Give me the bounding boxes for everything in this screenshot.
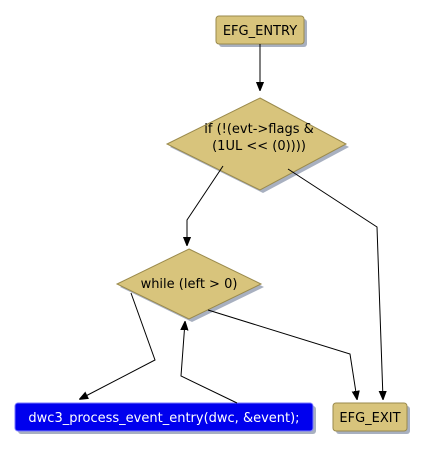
edge-while-to-process (80, 292, 156, 399)
edge-if-to-exit (287, 168, 383, 399)
if-flags-line2: (1UL << (0)))) (212, 139, 306, 154)
if-flags-line1: if (!(evt->flags & (204, 122, 314, 137)
edge-if-to-while (187, 165, 224, 245)
process-event-node[interactable]: dwc3_process_event_entry(dwc, &event); (14, 402, 316, 434)
entry-node-label: EFG_ENTRY (223, 24, 297, 39)
if-flags-decision[interactable]: if (!(evt->flags & (1UL << (0)))) (165, 97, 349, 193)
edge-process-to-while (181, 322, 238, 404)
exit-node[interactable]: EFG_EXIT (332, 402, 410, 434)
process-event-label: dwc3_process_event_entry(dwc, &event); (28, 411, 299, 426)
entry-node[interactable]: EFG_ENTRY (215, 15, 307, 47)
exit-node-label: EFG_EXIT (339, 411, 400, 426)
while-left-decision[interactable]: while (left > 0) (115, 248, 264, 322)
edge-while-to-exit (207, 309, 357, 399)
while-left-label: while (left > 0) (141, 277, 238, 292)
